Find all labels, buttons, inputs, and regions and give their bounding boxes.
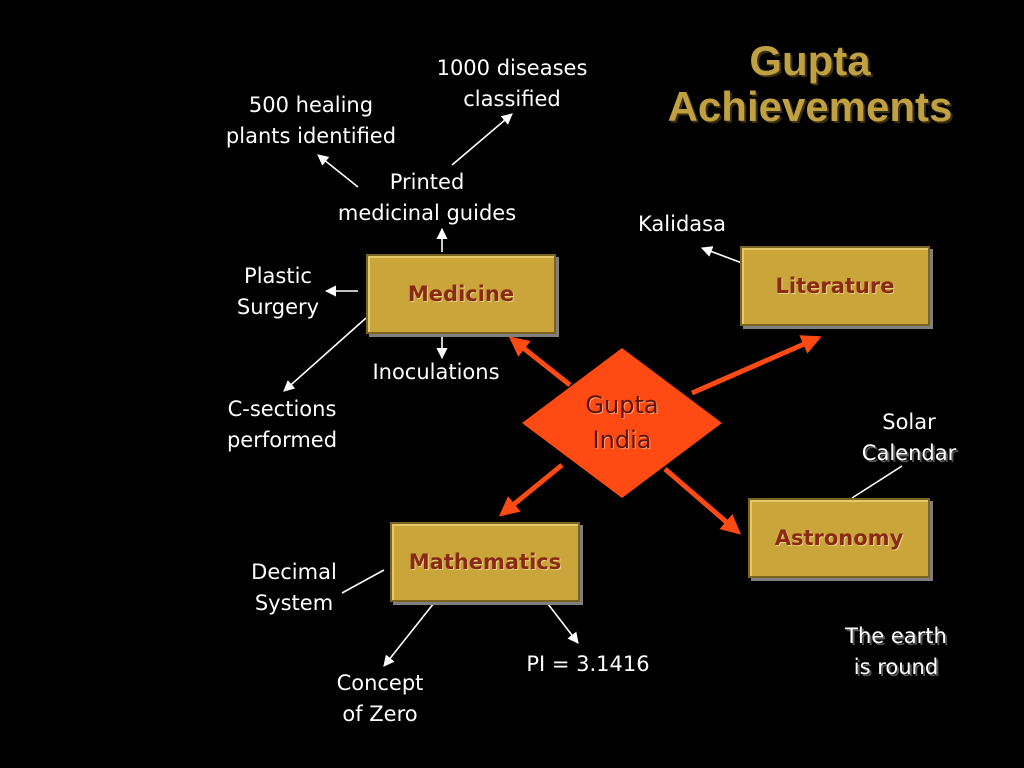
mathematics-label: Mathematics [408, 550, 562, 574]
red-arrow-mathematics [498, 463, 564, 517]
decimal-system-label: Decimal System [251, 560, 337, 615]
astronomy-box: Astronomy [748, 498, 930, 578]
kalidasa-label: Kalidasa [638, 212, 726, 236]
earth-round-label: The earth is round [845, 624, 947, 679]
mathematics-box: Mathematics [390, 522, 580, 602]
title-line1: Gupta [749, 37, 871, 84]
solar-calendar-label: Solar Calendar [861, 410, 957, 465]
red-arrow-medicine [508, 336, 572, 387]
guides-label: Printed medicinal guides [337, 170, 517, 225]
inoculations-label: Inoculations [372, 360, 500, 384]
arrow-to-kalidasa [700, 246, 743, 264]
line-to-solar-calendar [851, 465, 903, 499]
arrow-to-zero [383, 602, 435, 667]
red-arrow-astronomy [663, 467, 742, 535]
arrow-to-pi [547, 603, 579, 644]
page-title: Gupta Achievements [600, 38, 1020, 130]
plastic-surgery-label: Plastic Surgery [236, 264, 320, 319]
center-line1: Gupta [585, 391, 659, 419]
red-arrow-literature [690, 335, 822, 396]
literature-label: Literature [775, 274, 895, 298]
arrow-to-csections [283, 317, 367, 392]
title-line2: Achievements [667, 83, 953, 130]
medicine-box: Medicine [366, 254, 556, 334]
literature-box: Literature [740, 246, 930, 326]
csections-label: C-sections performed [226, 397, 338, 452]
arrow-to-diseases [451, 113, 513, 166]
pi-label: PI = 3.1416 [526, 652, 650, 676]
diseases-label: 1000 diseases classified [436, 56, 588, 111]
line-to-decimal [341, 569, 385, 594]
center-diamond [522, 348, 722, 498]
zero-label: Concept of Zero [336, 671, 424, 726]
center-line2: India [592, 426, 652, 454]
arrow-to-plants [317, 154, 359, 188]
medicine-label: Medicine [407, 282, 515, 306]
center-label: Gupta India [552, 388, 692, 458]
plants-label: 500 healing plants identified [225, 93, 397, 148]
astronomy-label: Astronomy [774, 526, 904, 550]
